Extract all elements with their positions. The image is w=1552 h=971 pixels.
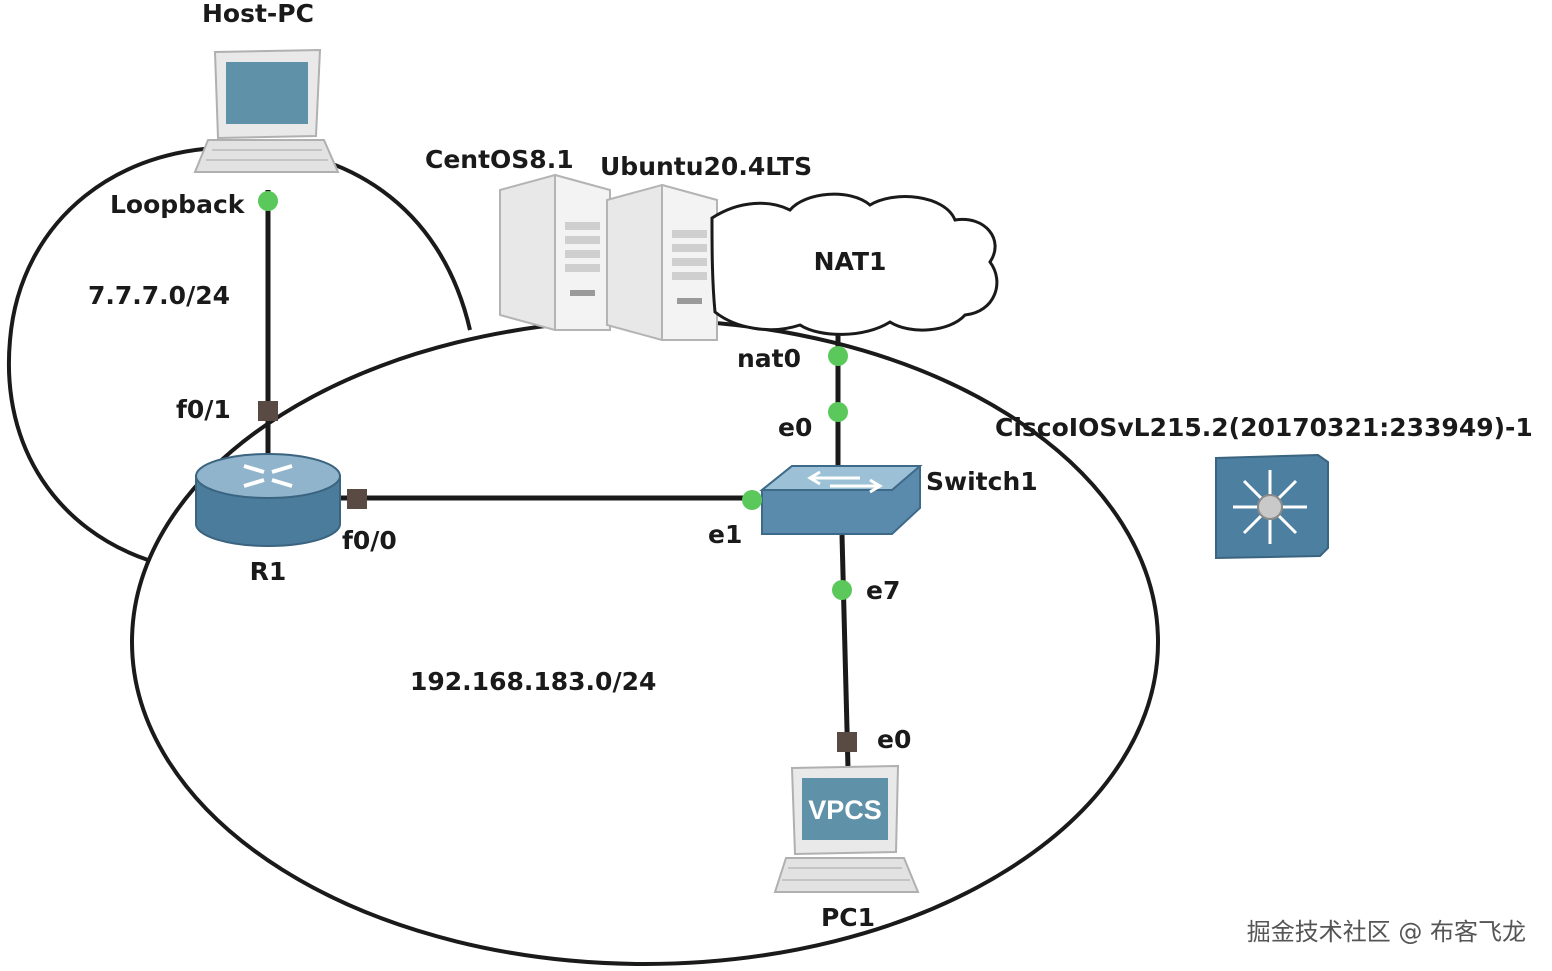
network-label-192-168-183: 192.168.183.0/24 [410, 667, 656, 696]
host-pc-icon[interactable] [193, 48, 340, 173]
centos-server-icon[interactable] [499, 173, 611, 331]
port-indicator-sw-e1[interactable] [742, 490, 762, 510]
pc1-screen-text: VPCS [808, 795, 882, 825]
ubuntu-server-icon[interactable] [606, 183, 718, 341]
port-label-r1-f0-1: f0/1 [176, 395, 231, 424]
router-label: R1 [250, 557, 287, 586]
port-label-nat0: nat0 [737, 344, 801, 373]
switch1-icon[interactable] [759, 465, 923, 535]
port-label-sw-e7: e7 [866, 576, 900, 605]
port-indicator-pc1-e0[interactable] [837, 732, 857, 752]
pc1-label: PC1 [821, 903, 875, 932]
port-indicator-nat0[interactable] [828, 346, 848, 366]
watermark-text: 掘金技术社区 @ 布客飞龙 [1247, 918, 1526, 946]
port-indicator-r1-f0-1[interactable] [258, 401, 278, 421]
port-label-r1-f0-0: f0/0 [342, 526, 397, 555]
ubuntu-label: Ubuntu20.4LTS [600, 152, 812, 181]
port-indicator-sw-e7[interactable] [832, 580, 852, 600]
l3switch-label: CiscoIOSvL215.2(20170321:233949)-1 [995, 413, 1533, 442]
link-switch1-pc1[interactable] [839, 534, 851, 769]
port-indicator-r1-f0-0[interactable] [347, 489, 367, 509]
nat-label: NAT1 [814, 247, 887, 276]
centos-label: CentOS8.1 [425, 145, 574, 174]
port-indicator-sw-e0[interactable] [828, 402, 848, 422]
port-label-pc1-e0: e0 [877, 725, 911, 754]
port-label-sw-e1: e1 [708, 520, 742, 549]
router-r1-icon[interactable] [195, 453, 341, 547]
nat-cloud-icon[interactable] [710, 192, 999, 336]
port-indicator-loopback[interactable] [258, 191, 278, 211]
network-ellipse-7-7-7 [6, 145, 472, 562]
pc1-vpcs-icon[interactable] [773, 764, 920, 893]
l3switch-icon[interactable] [1215, 453, 1329, 560]
switch-label: Switch1 [926, 467, 1038, 496]
network-label-7-7-7: 7.7.7.0/24 [88, 281, 230, 310]
port-label-loopback: Loopback [110, 190, 246, 219]
host-pc-label: Host-PC [202, 0, 314, 28]
port-label-sw-e0: e0 [778, 413, 812, 442]
